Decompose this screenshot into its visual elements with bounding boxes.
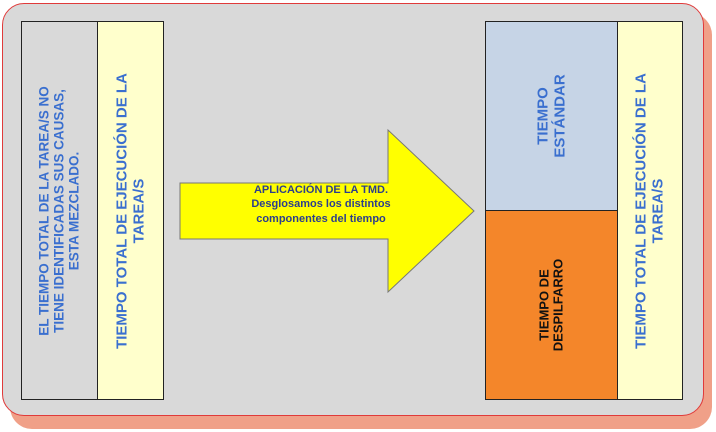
waste-time-label: TIEMPO DE DESPILFARRO: [536, 258, 566, 352]
standard-time-box: TIEMPO ESTÁNDAR: [485, 21, 618, 211]
tmd-arrow-shape: [179, 128, 475, 294]
waste-time-box: TIEMPO DE DESPILFARRO: [485, 210, 618, 400]
arrow-caption-line-2: Desglosamos los distintos: [251, 198, 391, 211]
right-total-time-label: TIEMPO TOTAL DE EJECUCIÓN DE LA TAREA/S: [632, 72, 667, 349]
arrow-caption: APLICACIÓN DE LA TMD. Desglosamos los di…: [216, 183, 426, 226]
right-total-time-box: TIEMPO TOTAL DE EJECUCIÓN DE LA TAREA/S: [617, 21, 683, 400]
mixed-time-box: EL TIEMPO TOTAL DE LA TAREA/S NO TIENE I…: [21, 21, 98, 400]
standard-time-label: TIEMPO ESTÁNDAR: [534, 74, 568, 158]
arrow-caption-line-1: APLICACIÓN DE LA TMD.: [253, 184, 389, 196]
left-total-time-box: TIEMPO TOTAL DE EJECUCIÓN DE LA TAREA/S: [97, 21, 164, 400]
arrow-caption-line-3: componentes del tiempo: [256, 212, 386, 225]
